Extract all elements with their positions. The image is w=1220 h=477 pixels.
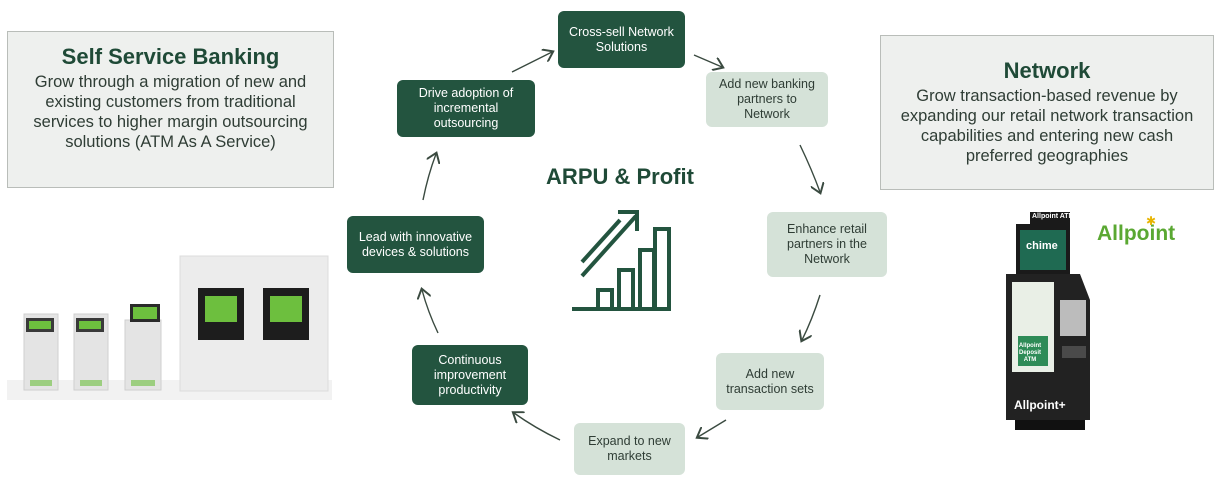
arrow-retail-to-transaction (802, 294, 821, 340)
cycle-node-add-transaction-sets: Add new transaction sets (716, 353, 824, 410)
allpoint-atm-kiosk (1006, 212, 1090, 430)
arrow-transaction-to-markets (698, 419, 727, 437)
atm-lineup-illustration (7, 255, 332, 400)
arrow-improvement-to-lead (422, 290, 439, 334)
growth-chart-icon (572, 210, 671, 311)
cycle-node-add-banking-partners: Add new banking partners to Network (706, 72, 828, 127)
kiosk-base-text: Allpoint+ (1014, 398, 1066, 412)
cycle-node-cross-sell: Cross-sell Network Solutions (558, 11, 685, 68)
arrow-drive-to-crosssell (511, 52, 552, 73)
arrow-lead-to-drive (422, 154, 436, 201)
cycle-node-enhance-retail-partners: Enhance retail partners in the Network (767, 212, 887, 277)
cycle-node-expand-markets: Expand to new markets (574, 423, 685, 475)
self-service-banking-title: Self Service Banking (61, 44, 280, 69)
network-description: Grow transaction-based revenue by expand… (900, 87, 1194, 165)
arrow-partners-to-retail (799, 144, 820, 192)
self-service-banking-panel: Self Service Banking Grow through a migr… (7, 31, 334, 188)
arrow-markets-to-improvement (514, 413, 561, 441)
allpoint-logo: Allpoint (1097, 222, 1176, 245)
kiosk-panel-text: Allpoint Deposit ATM (1018, 343, 1042, 363)
kiosk-topper-text: Allpoint ATM (1032, 213, 1075, 220)
network-panel: Network Grow transaction-based revenue b… (880, 35, 1214, 190)
cycle-arrows (422, 52, 821, 441)
cycle-node-continuous-improvement: Continuous improvement productivity (412, 345, 528, 405)
arpu-profit-title: ARPU & Profit (546, 164, 694, 189)
cycle-node-lead-innovative-devices: Lead with innovative devices & solutions (347, 216, 484, 273)
kiosk-screen-text: chime (1026, 240, 1058, 252)
arrow-crosssell-to-partners (693, 54, 722, 67)
self-service-banking-description: Grow through a migration of new and exis… (33, 73, 308, 151)
network-title: Network (1003, 58, 1091, 83)
cycle-node-drive-adoption: Drive adoption of incremental outsourcin… (397, 80, 535, 137)
allpoint-star-icon: ✱ (1146, 214, 1157, 228)
